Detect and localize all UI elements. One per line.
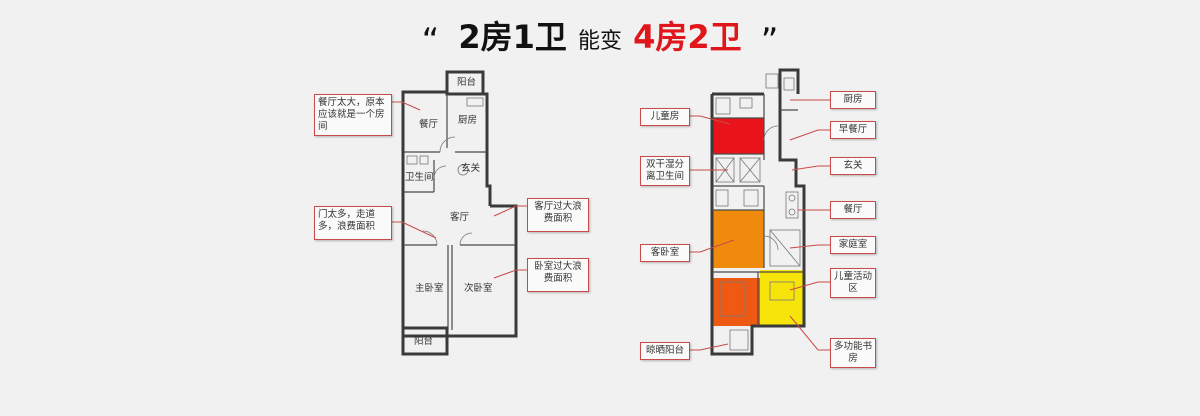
title-middle: 能变	[577, 29, 622, 54]
callout-breakfast: 早餐厅	[830, 121, 876, 139]
room-label-master: 主卧室	[415, 283, 444, 294]
room-label-dining: 餐厅	[419, 119, 439, 130]
room-label-balcony-top: 阳台	[457, 77, 477, 88]
callout-doors-note: 门太多，走道多，浪费面积	[314, 206, 392, 240]
callout-kitchen: 厨房	[830, 91, 876, 109]
callout-dining: 餐厅	[830, 201, 876, 219]
callout-living-note: 客厅过大浪费面积	[527, 198, 589, 232]
room-label-kitchen: 厨房	[458, 115, 478, 126]
room-label-foyer: 玄关	[461, 163, 481, 174]
kids-room-fill	[712, 118, 764, 154]
open-quote: “	[421, 21, 440, 61]
callout-family-room: 家庭室	[830, 236, 876, 254]
callout-kids-activity: 儿童活动区	[830, 268, 876, 298]
right-floor-plan	[710, 68, 806, 356]
leader-lines	[392, 99, 830, 351]
callout-dual-bath: 双干湿分离卫生间	[640, 156, 690, 186]
callout-guest-bedroom: 客卧室	[640, 244, 690, 262]
title-after: 4房2卫	[633, 18, 742, 56]
right-outer-wall	[710, 68, 806, 356]
room-label-second: 次卧室	[464, 283, 493, 294]
left-balcony-bottom-wall	[401, 326, 449, 356]
room-label-balcony-bottom: 阳台	[414, 336, 434, 347]
guest-bedroom-fill	[712, 210, 764, 268]
callout-drying-balcony: 晾晒阳台	[640, 342, 690, 360]
callout-study: 多功能书房	[830, 338, 876, 368]
page-title: “ 2房1卫 能变 4房2卫 ”	[0, 12, 1200, 61]
close-quote: ”	[760, 21, 779, 61]
title-before: 2房1卫	[458, 18, 567, 56]
master-fill	[712, 278, 766, 326]
activity-fill	[760, 270, 805, 326]
callout-bedroom-note: 卧室过大浪费面积	[527, 258, 589, 292]
callout-foyer: 玄关	[830, 157, 876, 175]
callout-kids-room: 儿童房	[640, 108, 690, 126]
room-label-bathroom: 卫生间	[405, 172, 434, 183]
callout-dining-note: 餐厅太大，原本应该就是一个房间	[314, 94, 392, 136]
room-label-living: 客厅	[450, 212, 470, 223]
